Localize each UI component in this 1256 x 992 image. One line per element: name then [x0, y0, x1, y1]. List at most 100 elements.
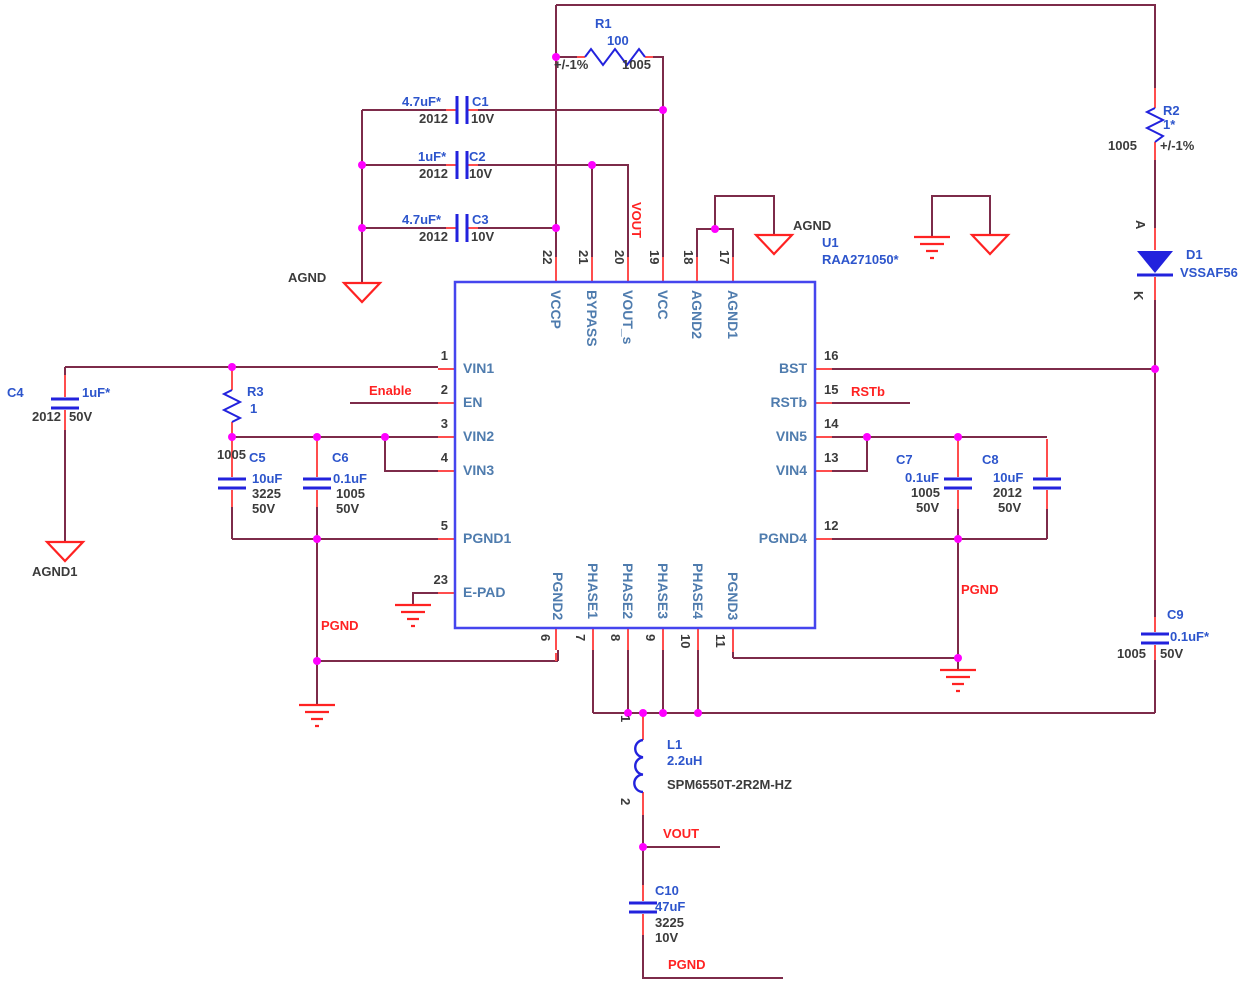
r1-ref: R1: [595, 16, 612, 31]
pin-number-20: 20: [612, 250, 627, 265]
c10-value: 47uF: [655, 899, 686, 914]
wire-c1-row-vcc: [362, 109, 664, 257]
pin-number-15: 15: [824, 382, 839, 397]
ground-symbols: [44, 233, 1011, 728]
r1-footprint: 1005: [622, 57, 651, 72]
pin-stubs: [64, 56, 1156, 935]
c8-voltage: 50V: [998, 500, 1022, 515]
c5-voltage: 50V: [252, 501, 276, 516]
stub-bottom-pins: [555, 628, 734, 650]
capacitor-c6-symbol: [303, 477, 331, 490]
c7-footprint: 1005: [911, 485, 940, 500]
pin-name-vin5: VIN5: [775, 428, 807, 444]
pin-name-epad: E-PAD: [463, 584, 506, 600]
c6-footprint: 1005: [336, 486, 365, 501]
wire-c7-c8-bottom: [957, 509, 1048, 539]
pin-name-bypass: BYPASS: [584, 290, 600, 347]
capacitor-c3-symbol: [455, 214, 469, 242]
earth-ground-pgnd-right: [940, 668, 976, 693]
pin-number-21: 21: [576, 250, 591, 265]
vout-vertical-label: VOUT: [629, 202, 644, 239]
c5-ref: C5: [249, 450, 266, 465]
u1-ref: U1: [822, 235, 839, 250]
pin-number-5: 5: [440, 518, 448, 533]
c7-ref: C7: [896, 452, 913, 467]
pgnd-net-label-left: PGND: [321, 618, 359, 633]
wire-agnd-pins-17-18: [696, 195, 775, 257]
capacitor-c5-symbol: [218, 477, 246, 490]
c4-value: 1uF*: [82, 385, 111, 400]
pin-number-3: 3: [440, 416, 448, 431]
c4-ref: C4: [7, 385, 24, 400]
capacitor-c7-symbol: [944, 477, 972, 490]
pin-number-17: 17: [717, 250, 732, 265]
resistor-r1-symbol: [584, 47, 646, 67]
pin-number-22: 22: [540, 250, 555, 265]
diode-d1-symbol: [1137, 251, 1173, 273]
wire-c5-c6-bottom: [231, 507, 318, 539]
pin-number-16: 16: [824, 348, 839, 363]
c10-voltage: 10V: [655, 930, 679, 945]
r3-ref: R3: [247, 384, 264, 399]
agnd-triangle-left: [341, 281, 383, 304]
l1-pin2-number: 2: [618, 798, 633, 806]
pin-name-vccp: VCCP: [548, 290, 564, 329]
pin-name-phase2: PHASE2: [620, 563, 636, 620]
c2-footprint: 2012: [419, 166, 448, 181]
agnd-triangle-top: [753, 233, 795, 256]
resistor-r3-symbol: [221, 389, 243, 423]
capacitor-c10-symbol: [629, 901, 657, 914]
rstb-net-label: RSTb: [851, 384, 885, 399]
agnd1-triangle: [44, 540, 86, 563]
pin-name-phase3: PHASE3: [655, 563, 671, 620]
capacitor-c9-symbol: [1141, 632, 1169, 645]
c3-footprint: 2012: [419, 229, 448, 244]
pin-number-18: 18: [681, 250, 696, 265]
stub-c1-c2-c3: [446, 109, 478, 229]
d1-cathode-label: K: [1131, 291, 1146, 301]
agnd1-label: AGND1: [32, 564, 78, 579]
d1-part: VSSAF56: [1180, 265, 1238, 280]
pin-number-2: 2: [440, 382, 448, 397]
r2-tolerance: +/-1%: [1160, 138, 1195, 153]
agnd-triangle-bridge: [969, 233, 1011, 256]
c1-value: 4.7uF*: [402, 94, 442, 109]
vout-net-label: VOUT: [663, 826, 700, 841]
pin-name-agnd2: AGND2: [689, 290, 705, 340]
pin-name-phase1: PHASE1: [585, 563, 601, 620]
wire-gnd-bridge: [931, 195, 991, 237]
c9-ref: C9: [1167, 607, 1184, 622]
wire-vin4-branch: [832, 437, 868, 472]
c3-voltage: 10V: [471, 229, 495, 244]
pin-name-rstb: RSTb: [770, 394, 807, 410]
pin-name-en: EN: [463, 394, 483, 410]
c2-voltage: 10V: [469, 166, 493, 181]
c1-footprint: 2012: [419, 111, 448, 126]
pin-number-4: 4: [440, 450, 448, 465]
c6-ref: C6: [332, 450, 349, 465]
pin-name-vin2: VIN2: [463, 428, 495, 444]
r3-footprint: 1005: [217, 447, 246, 462]
pin-name-pgnd1: PGND1: [463, 530, 512, 546]
pin-number-13: 13: [824, 450, 839, 465]
wire-pgnd-left: [316, 539, 559, 705]
c4-voltage: 50V: [69, 409, 93, 424]
pin-number-14: 14: [824, 416, 839, 431]
c8-value: 10uF: [993, 470, 1024, 485]
c10-ref: C10: [655, 883, 679, 898]
pin-number-23: 23: [433, 572, 448, 587]
u1-part: RAA271050*: [822, 252, 899, 267]
pin-number-6: 6: [538, 634, 553, 642]
pin-name-pgnd3: PGND3: [725, 572, 741, 621]
c6-voltage: 50V: [336, 501, 360, 516]
pin-name-vin4: VIN4: [775, 462, 807, 478]
pin-name-agnd1: AGND1: [725, 290, 741, 340]
r2-footprint: 1005: [1108, 138, 1137, 153]
c3-value: 4.7uF*: [402, 212, 442, 227]
c8-ref: C8: [982, 452, 999, 467]
c3-ref: C3: [472, 212, 489, 227]
pin-number-8: 8: [608, 634, 623, 642]
pgnd-net-label-bottom: PGND: [668, 957, 706, 972]
